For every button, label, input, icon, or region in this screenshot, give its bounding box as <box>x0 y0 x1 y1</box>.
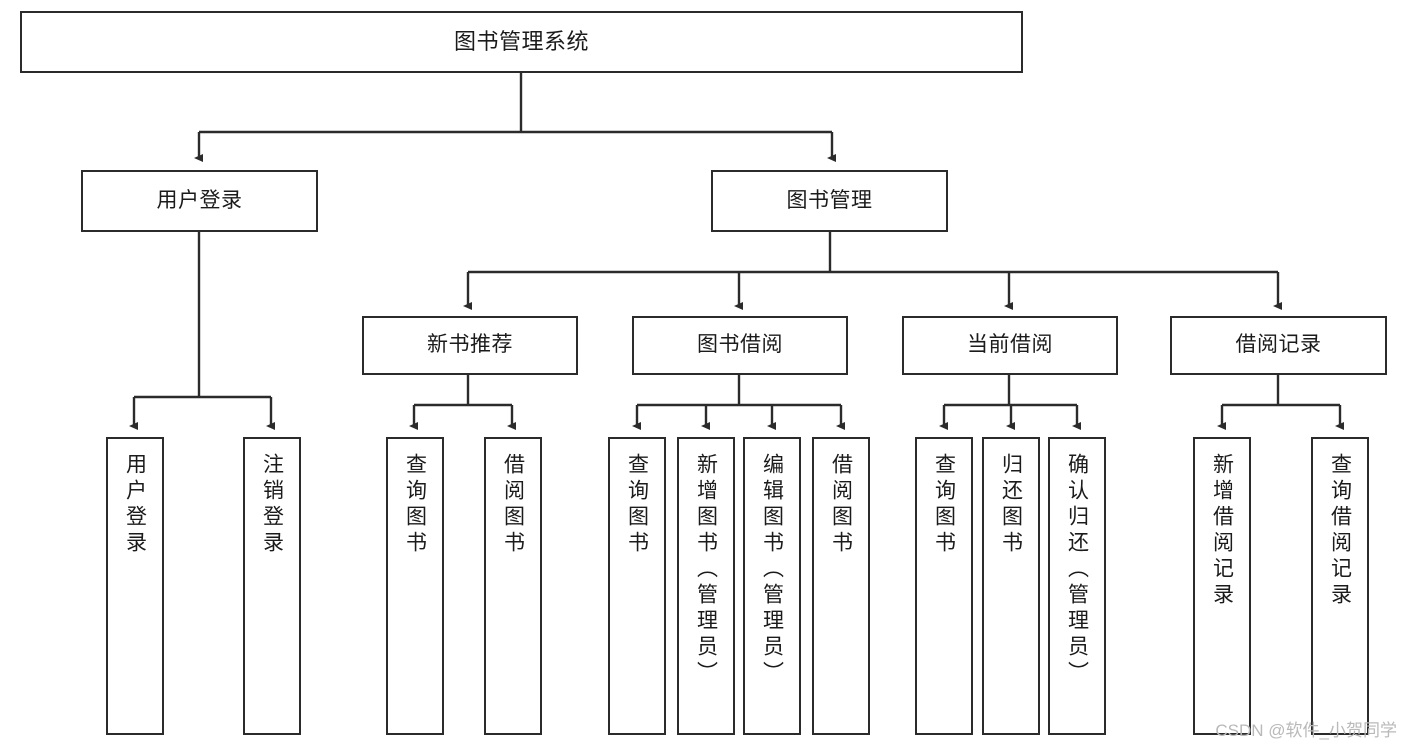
leaf-borrow-query-book[interactable]: 查询图书 <box>608 437 666 735</box>
node-new-book-recommend[interactable]: 新书推荐 <box>362 316 578 375</box>
node-label: 借阅图书 <box>501 453 525 557</box>
node-label: 确认归还（管理员） <box>1065 453 1089 687</box>
leaf-recommend-query-book[interactable]: 查询图书 <box>386 437 444 735</box>
leaf-record-query-record[interactable]: 查询借阅记录 <box>1311 437 1369 735</box>
node-label: 新书推荐 <box>427 333 513 357</box>
node-label: 用户登录 <box>123 453 147 557</box>
node-label: 查询借阅记录 <box>1328 453 1352 609</box>
leaf-record-add-record[interactable]: 新增借阅记录 <box>1193 437 1251 735</box>
leaf-borrow-edit-book-admin[interactable]: 编辑图书（管理员） <box>743 437 801 735</box>
node-label: 查询图书 <box>932 453 956 557</box>
leaf-borrow-borrow-book[interactable]: 借阅图书 <box>812 437 870 735</box>
node-label: 当前借阅 <box>967 333 1053 357</box>
watermark-text: CSDN @软件_小贺同学 <box>1215 721 1397 740</box>
node-label: 编辑图书（管理员） <box>760 453 784 687</box>
node-label: 借阅图书 <box>829 453 853 557</box>
node-label: 图书借阅 <box>697 333 783 357</box>
leaf-user-login-logout[interactable]: 注销登录 <box>243 437 301 735</box>
node-book-borrow[interactable]: 图书借阅 <box>632 316 848 375</box>
node-label: 查询图书 <box>625 453 649 557</box>
leaf-current-confirm-return-admin[interactable]: 确认归还（管理员） <box>1048 437 1106 735</box>
node-label: 注销登录 <box>260 453 284 557</box>
leaf-current-return-book[interactable]: 归还图书 <box>982 437 1040 735</box>
node-label: 新增借阅记录 <box>1210 453 1234 609</box>
node-current-borrow[interactable]: 当前借阅 <box>902 316 1118 375</box>
node-label: 图书管理系统 <box>453 29 589 55</box>
node-label: 查询图书 <box>403 453 427 557</box>
node-label: 归还图书 <box>999 453 1023 557</box>
node-label: 图书管理 <box>786 188 873 212</box>
node-label: 新增图书（管理员） <box>694 453 718 687</box>
node-label: 借阅记录 <box>1235 333 1322 357</box>
leaf-current-query-book[interactable]: 查询图书 <box>915 437 973 735</box>
node-user-login[interactable]: 用户登录 <box>81 170 318 232</box>
leaf-recommend-borrow-book[interactable]: 借阅图书 <box>484 437 542 735</box>
node-label: 用户登录 <box>156 188 243 212</box>
node-book-management[interactable]: 图书管理 <box>711 170 948 232</box>
node-borrow-record[interactable]: 借阅记录 <box>1170 316 1387 375</box>
leaf-borrow-add-book-admin[interactable]: 新增图书（管理员） <box>677 437 735 735</box>
leaf-user-login-login[interactable]: 用户登录 <box>106 437 164 735</box>
node-root-system[interactable]: 图书管理系统 <box>20 11 1023 73</box>
